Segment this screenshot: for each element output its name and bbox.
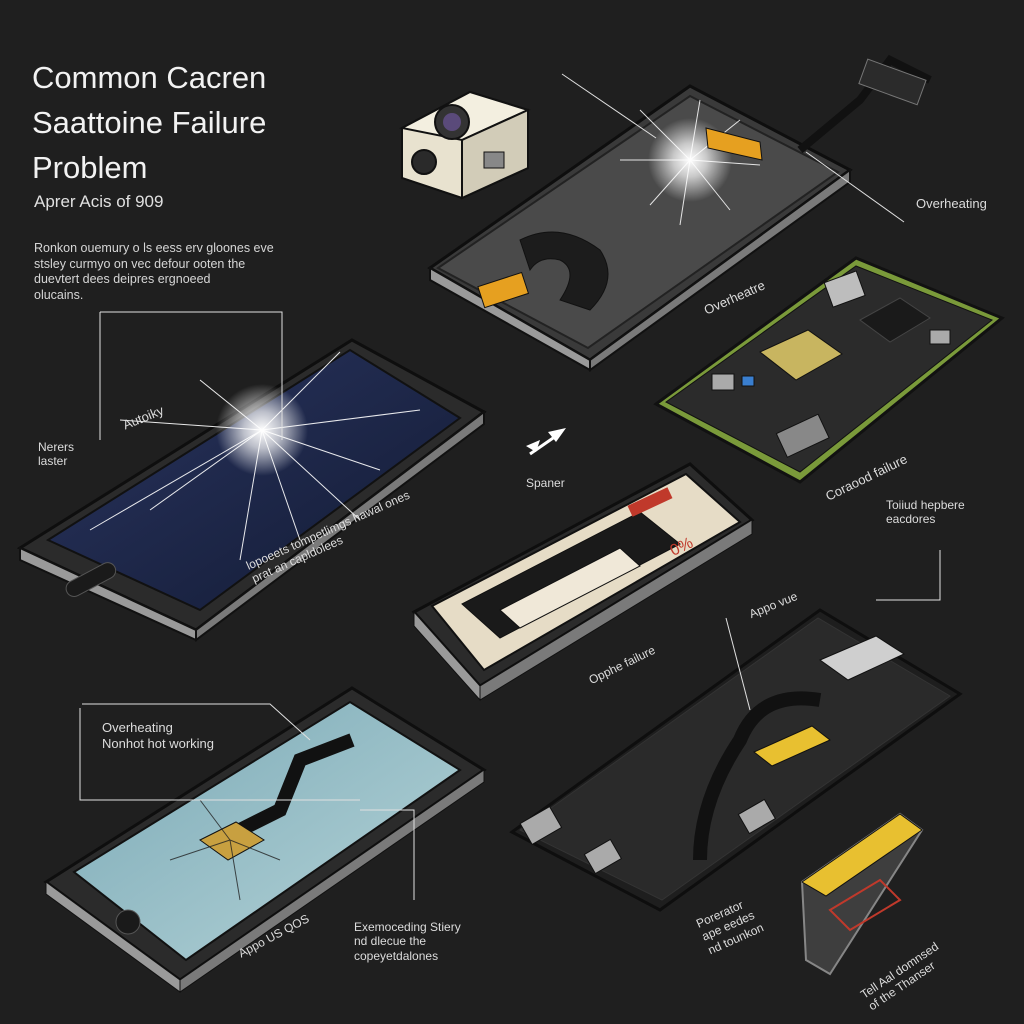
label-overheating-not-working: Overheating Nonhot hot working	[102, 720, 214, 751]
callout-lines	[79, 73, 941, 900]
motherboard-icon	[653, 256, 1005, 484]
label-line: copeyetdalones	[354, 948, 439, 963]
page-title: Common Cacren Saattoine Failure Problem	[32, 56, 266, 191]
intro-line: duevtert dees deipres ergnoeed	[34, 272, 211, 287]
label-overheating: Overheating	[916, 196, 987, 211]
label-line: Nonhot hot working	[102, 735, 215, 751]
camera-module-icon	[399, 90, 531, 200]
subtitle: Aprer Acis of 909	[34, 192, 164, 211]
title-line: Problem	[32, 149, 148, 185]
intro-paragraph: Ronkon ouemury o ls eess erv gloones eve…	[34, 241, 304, 304]
label-line: eacdores	[886, 512, 936, 527]
disassembled-phone-top	[427, 54, 932, 372]
label-line: Toiiud hepbere	[886, 498, 965, 512]
intro-line: olucains.	[34, 287, 84, 302]
label-spaner: Spaner	[526, 476, 565, 490]
swap-arrows-icon	[526, 428, 566, 456]
label-line: Overheating	[102, 720, 173, 735]
circuit-board	[509, 608, 963, 912]
label-line: Exemoceding Stiery	[354, 920, 461, 934]
teal-phone	[43, 686, 487, 993]
cracked-phone-icon	[16, 338, 487, 642]
label-exemoceding-stiery: Exemoceding Stiery nd dlecue the copeyet…	[354, 920, 461, 963]
intro-line: stsley curmyo on vec defour ooten the	[34, 256, 246, 271]
label-line: nd dlecue the	[354, 934, 427, 949]
label-line: laster	[38, 454, 68, 469]
label-line: Nerers	[38, 440, 75, 454]
title-line: Common Cacren	[32, 60, 267, 95]
title-line: Saattoine Failure	[32, 104, 267, 140]
label-nerers-laster: Nerers laster	[38, 440, 74, 469]
intro-line: Ronkon ouemury o ls eess erv gloones eve	[34, 241, 274, 255]
battery-phone	[411, 462, 755, 702]
label-toiud-hepbere: Toiiud hepbere eacdores	[886, 498, 965, 527]
battery-icon	[800, 812, 924, 976]
